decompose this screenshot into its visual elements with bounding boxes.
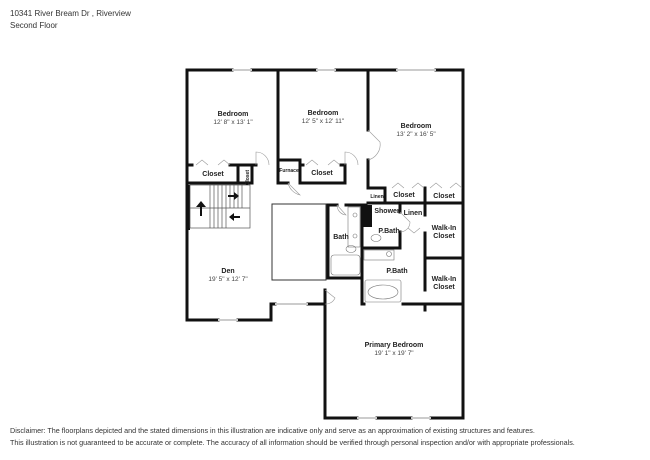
label-shower: Shower	[374, 208, 400, 215]
room-bedroom-3: Bedroom 13' 2" x 16' 5"	[396, 123, 436, 138]
room-bedroom-1: Bedroom 12' 8" x 13' 1"	[213, 111, 253, 126]
disclaimer-line-2: This illustration is not guaranteed to b…	[10, 438, 575, 447]
property-address: 10341 River Bream Dr , Riverview	[10, 9, 131, 18]
label-furnace: Furnace	[279, 168, 299, 174]
label-closet-3: Closet	[393, 192, 415, 199]
room-primary-bedroom: Primary Bedroom 19' 1" x 19' 7"	[364, 342, 424, 357]
label-walkin-1: Walk-In Closet	[431, 225, 457, 240]
label-linen-2: Linen	[403, 210, 423, 217]
label-closet-1: Closet	[202, 171, 224, 178]
label-closet-small: Closet	[245, 170, 251, 186]
label-closet-4: Closet	[433, 193, 455, 200]
floor-label: Second Floor	[10, 21, 58, 30]
room-den: Den 19' 5" x 12' 7"	[208, 268, 248, 283]
label-bath: Bath	[333, 234, 349, 241]
disclaimer-line-1: Disclaimer: The floorplans depicted and …	[10, 426, 535, 435]
label-closet-2: Closet	[311, 170, 333, 177]
label-pbath-1: P.Bath	[378, 228, 400, 235]
room-bedroom-2: Bedroom 12' 5" x 12' 11"	[301, 110, 345, 125]
label-linen-1: Linen	[370, 194, 384, 200]
label-pbath-2: P.Bath	[386, 268, 408, 275]
label-walkin-2: Walk-In Closet	[431, 276, 457, 291]
